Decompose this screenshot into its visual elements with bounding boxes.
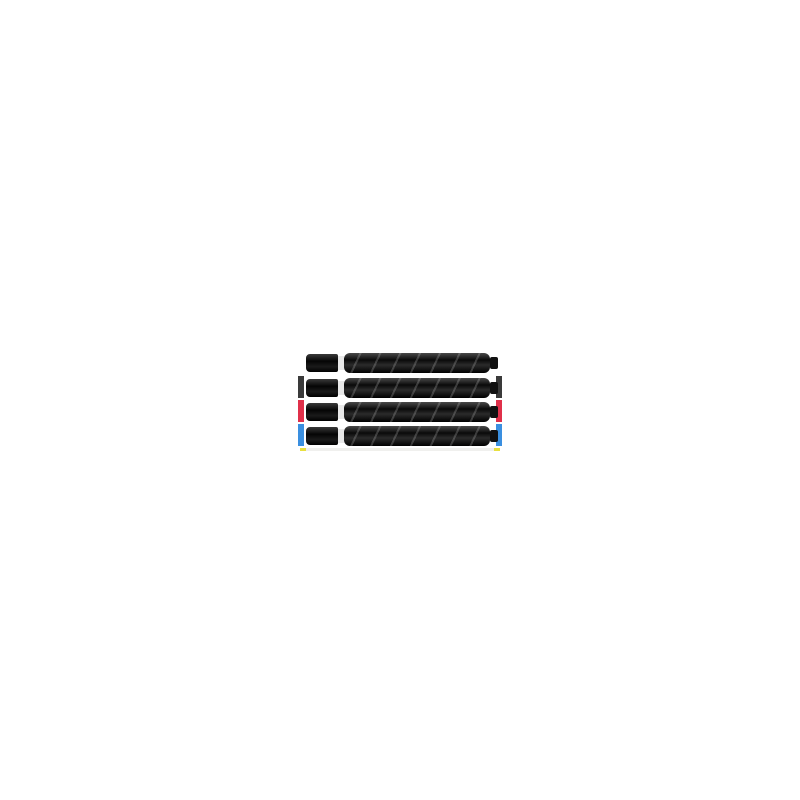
cartridge-cap: [306, 354, 338, 372]
cartridge-label-gap: [338, 381, 344, 395]
cartridge-body: [344, 426, 490, 446]
accent-yellow-strip: [300, 448, 500, 451]
cartridge-tip: [490, 430, 498, 442]
cartridge-label-gap: [338, 405, 344, 419]
cartridge-cap: [306, 427, 338, 445]
cartridge-body: [344, 353, 490, 373]
cartridge-cap: [306, 403, 338, 421]
accent-magenta-left: [298, 400, 304, 422]
toner-cartridge-set-photo: [298, 350, 504, 452]
accent-magenta-right: [496, 400, 502, 422]
accent-cyan-right: [496, 424, 502, 446]
cartridge-tip: [490, 382, 498, 394]
cartridge-body: [344, 402, 490, 422]
accent-cyan-left: [298, 424, 304, 446]
cartridge-black-front: [306, 353, 498, 373]
cartridge-label-gap: [338, 356, 344, 370]
accent-black-left: [298, 376, 304, 398]
cartridge-black: [306, 378, 498, 398]
cartridge-tip: [490, 406, 498, 418]
cartridge-body: [344, 378, 490, 398]
cartridge-tip: [490, 357, 498, 369]
cartridge-label-gap: [338, 429, 344, 443]
cartridge-cyan: [306, 426, 498, 446]
accent-black-right: [496, 376, 502, 398]
cartridge-cap: [306, 379, 338, 397]
cartridge-magenta: [306, 402, 498, 422]
